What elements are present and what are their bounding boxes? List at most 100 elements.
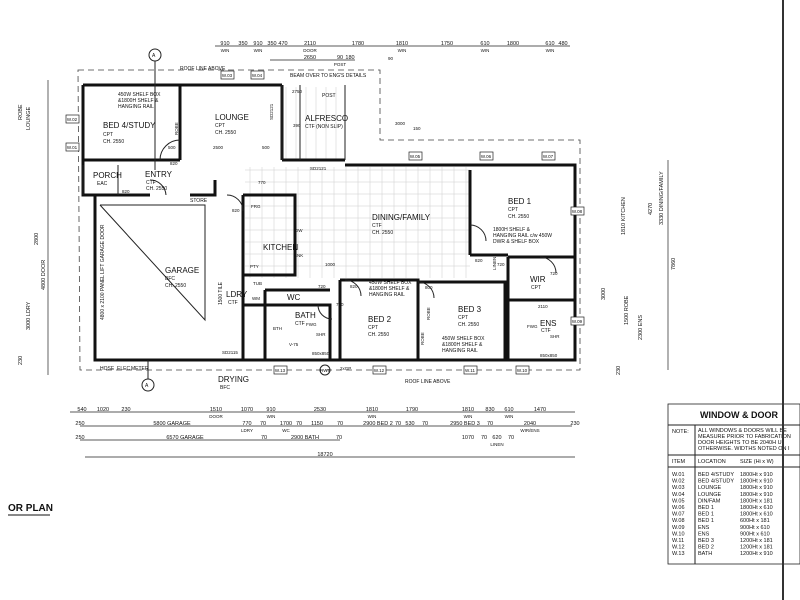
dimension-value: ROBE <box>18 104 24 120</box>
dimension-value: 70 <box>422 421 428 427</box>
plan-title: OR PLAN <box>8 503 53 514</box>
schedule-cell: BED 4/STUDY <box>698 472 734 478</box>
schedule-cell: ENS <box>698 531 710 537</box>
fixture-labels: FRG DW SNK PTY TUB WM BTH SHR FWG 850x85… <box>174 103 560 358</box>
interior-dimension: 720 <box>497 262 505 267</box>
schedule-cell: 1800Ht x 610 <box>740 505 773 511</box>
dimension-value: 1780 <box>352 41 364 47</box>
schedule-cell: 1800Ht x 610 <box>740 512 773 518</box>
schedule-cell: 600Ht x 181 <box>740 518 770 524</box>
dimension-value: LOUNGE <box>26 106 32 130</box>
floor-tiles <box>245 87 470 278</box>
dimension-value: 2300 ENS <box>638 315 644 340</box>
schedule-cell: 1200Ht x 910 <box>740 551 773 557</box>
schedule-cell: W.06 <box>672 505 685 511</box>
dimension-value: 830 <box>485 407 494 413</box>
roof-line-label: ROOF LINE ABOVE <box>405 379 451 385</box>
room-ch: CH. 2550 <box>103 139 124 145</box>
room-ch: CH. 2550 <box>146 186 167 192</box>
shelf-note: HANGING RAIL <box>118 104 154 110</box>
schedule-cell: W.04 <box>672 492 685 498</box>
schedule-cell: W.13 <box>672 551 685 557</box>
room-name: DINING/FAMILY <box>372 213 431 222</box>
room-finish: CPT <box>458 315 468 321</box>
dimension-label: WIN <box>267 414 276 419</box>
shelf-note: &1800H SHELF & <box>369 286 410 292</box>
dimension-label: DOOR <box>303 48 317 53</box>
room-finish: CTF <box>146 180 156 186</box>
shelf-note: DWR & SHELF BOX <box>493 239 540 245</box>
window-tag: W.02 <box>67 117 78 122</box>
dimension-value: 910 <box>266 407 275 413</box>
schedule-note: DOOR HEIGHTS TO BE 2040H U <box>698 440 782 446</box>
room-finish: CPT <box>531 285 541 291</box>
dishwasher-label: DW <box>295 228 303 233</box>
room-wc: WC <box>287 293 301 302</box>
hws-label: HWS <box>320 368 331 373</box>
room-name: BED 4/STUDY <box>103 121 156 130</box>
schedule-cell: W.07 <box>672 512 685 518</box>
dimension-value: 70 <box>261 435 267 441</box>
schedule-cell: W.08 <box>672 518 685 524</box>
schedule-cell: W.11 <box>672 538 684 544</box>
dimension-value: 4800 DOOR <box>41 260 47 290</box>
dimension-value: 1070 <box>241 407 253 413</box>
fridge-label: FRG <box>251 204 261 209</box>
elec-label: ELEC <box>117 366 130 372</box>
dimension-value: 2900 BATH <box>291 435 319 441</box>
room-finish: CPT <box>215 123 225 129</box>
dimension-value: 230 <box>18 356 24 365</box>
bathtub-label: BTH <box>273 326 282 331</box>
window-tag: W.13 <box>275 368 286 373</box>
dimension-value: 530 <box>405 421 414 427</box>
dimension-value: 1500 ROBE <box>624 295 630 325</box>
dimension-value: 70 <box>395 421 401 427</box>
schedule-cell: W.03 <box>672 485 685 491</box>
dimension-value: 350 <box>238 41 247 47</box>
room-finish: CPT <box>103 132 113 138</box>
dimension-label: WIN <box>464 414 473 419</box>
room-finish: CTF <box>228 300 238 306</box>
window-tag: W.04 <box>252 73 263 78</box>
robe-label: ROBE <box>420 332 425 345</box>
floor-waste-label: FWG <box>527 324 538 329</box>
tub-label: TUB <box>253 281 262 286</box>
room-finish: BFC <box>220 385 230 391</box>
dimension-value: 480 <box>558 41 567 47</box>
schedule-cell: 1800Ht x 910 <box>740 479 773 485</box>
schedule-header: SIZE (Hi x W) <box>740 459 774 465</box>
schedule-cell: BED 2 <box>698 545 714 551</box>
section-label: A <box>145 383 149 389</box>
dimension-value: 470 <box>278 41 287 47</box>
shower-size-label: 850x850 <box>312 351 330 356</box>
dimension-value: 2530 <box>314 407 326 413</box>
room-name: KITCHEN <box>263 243 298 252</box>
window-tag: W.08 <box>572 209 583 214</box>
interior-dimension: 770 <box>258 180 266 185</box>
room-name: BATH <box>295 311 316 320</box>
dimension-value: 1810 <box>396 41 408 47</box>
dimension-value: 3000 <box>601 288 607 300</box>
dimension-value: 4270 <box>648 203 654 215</box>
floor-waste-label: FWG <box>306 322 317 327</box>
room-name: ENS <box>540 319 556 328</box>
sliding-door-label: SD2115 <box>222 350 238 355</box>
schedule-cell: BED 1 <box>698 518 714 524</box>
dimension-value: 2040 <box>524 421 536 427</box>
dimension-value: 70 <box>508 435 514 441</box>
interior-dimension: 3000 <box>395 121 406 126</box>
room-name: BED 1 <box>508 197 532 206</box>
room-ch: CH. 2550 <box>508 214 529 220</box>
room-ch: CH. 2550 <box>165 283 186 289</box>
dimension-value: 1750 <box>441 41 453 47</box>
window-tag: W.05 <box>410 154 421 159</box>
schedule-note: OTHERWISE. WIDTHS NOTED ON I <box>698 446 790 452</box>
room-finish: CTF <box>295 321 305 327</box>
dimension-value: 1510 <box>210 407 222 413</box>
interior-dimension: 720 <box>336 302 344 307</box>
window-door-schedule: WINDOW & DOOR NOTE: ALL WINDOWS & DOORS … <box>667 403 800 565</box>
